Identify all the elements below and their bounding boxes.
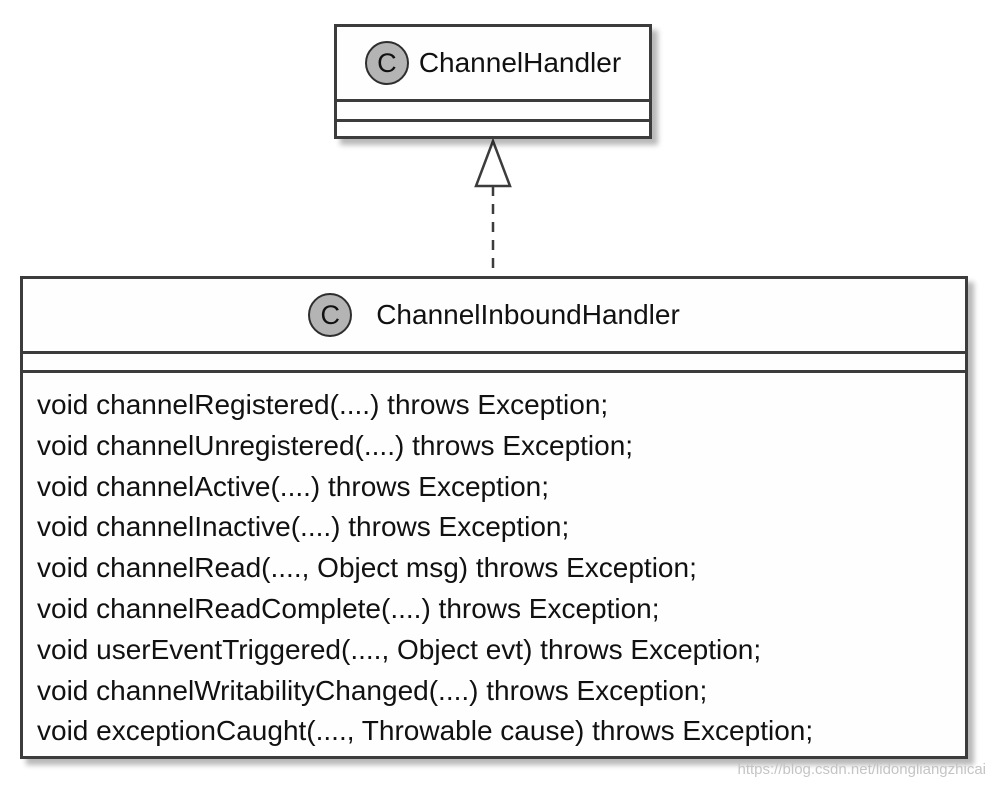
class-header: C ChannelInboundHandler	[23, 279, 965, 351]
fields-compartment	[23, 351, 965, 370]
methods-compartment: void channelRegistered(....) throws Exce…	[23, 370, 965, 752]
method-exception-caught: void exceptionCaught(...., Throwable cau…	[37, 715, 814, 747]
method-channel-active: void channelActive(....) throws Exceptio…	[37, 470, 550, 502]
method-channel-read: void channelRead(...., Object msg) throw…	[37, 552, 697, 584]
method-channel-read-complete: void channelReadComplete(....) throws Ex…	[37, 592, 660, 624]
method-channel-registered: void channelRegistered(....) throws Exce…	[37, 389, 609, 420]
class-channel-inbound-handler: C ChannelInboundHandler void channelRegi…	[20, 276, 968, 759]
class-name: ChannelHandler	[418, 47, 622, 78]
watermark-text: https://blog.csdn.net/lidongliangzhicai	[737, 761, 987, 778]
fields-compartment	[337, 99, 649, 119]
class-name: ChannelInboundHandler	[376, 299, 680, 330]
class-channel-handler: C ChannelHandler	[334, 24, 652, 139]
class-stereotype-icon: C	[308, 293, 353, 337]
method-channel-writability-changed: void channelWritabilityChanged(....) thr…	[37, 674, 708, 706]
methods-compartment	[337, 119, 649, 139]
class-header: C ChannelHandler	[337, 27, 649, 99]
method-channel-unregistered: void channelUnregistered(....) throws Ex…	[37, 429, 634, 461]
class-stereotype-icon: C	[364, 41, 409, 85]
method-user-event-triggered: void userEventTriggered(...., Object evt…	[37, 633, 762, 665]
method-channel-inactive: void channelInactive(....) throws Except…	[37, 511, 570, 543]
realization-arrowhead	[474, 137, 512, 188]
